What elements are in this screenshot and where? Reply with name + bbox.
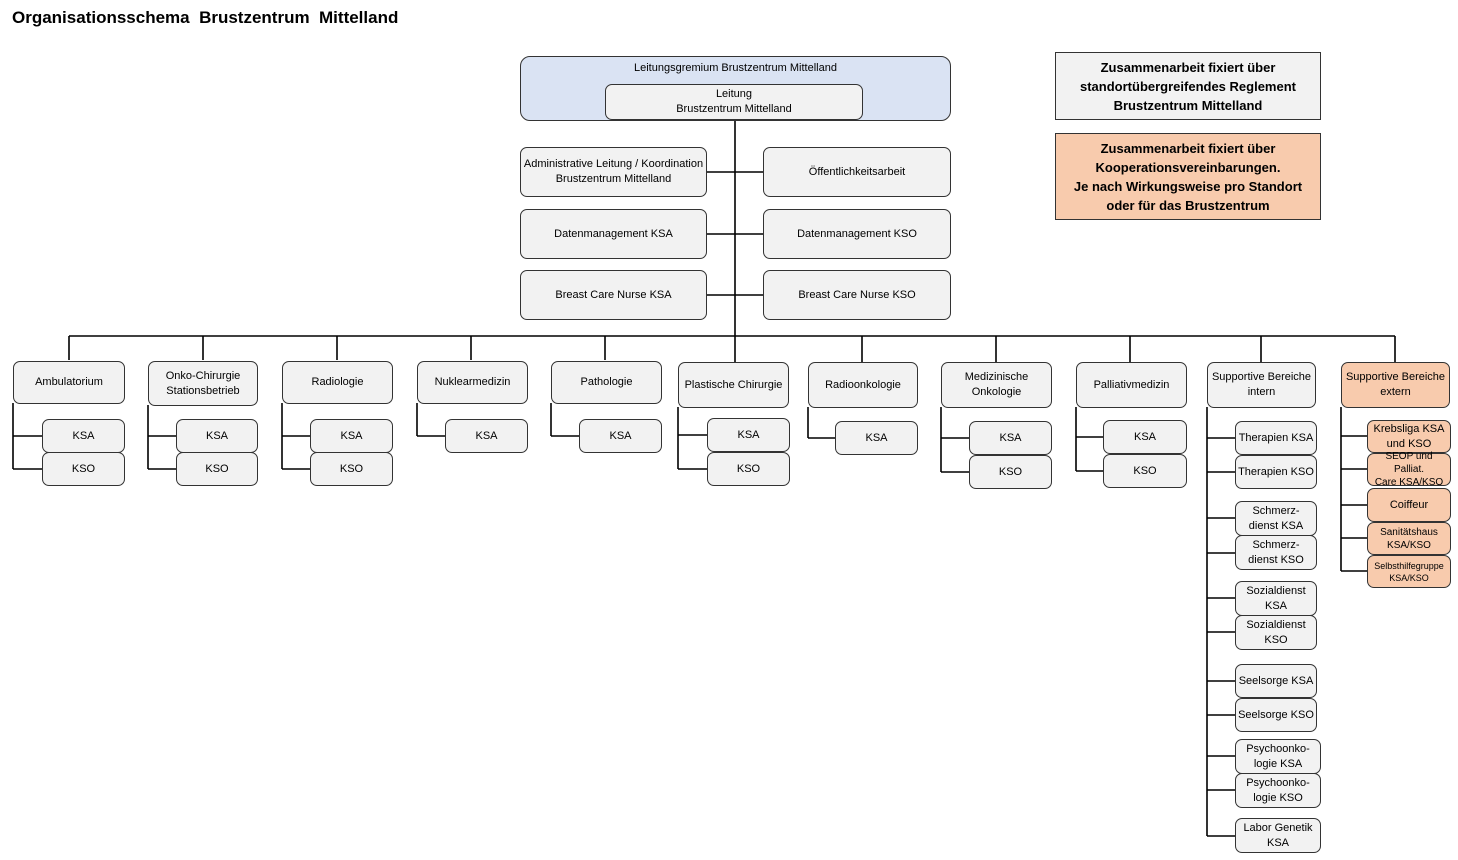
dept-palliativmedizin: Palliativmedizin bbox=[1076, 362, 1187, 408]
breast-care-nurse-kso-box: Breast Care Nurse KSO bbox=[763, 270, 951, 320]
dept-onko-chirurgie-ksa: KSA bbox=[176, 419, 258, 453]
supportive-intern-item: Seelsorge KSO bbox=[1235, 698, 1317, 732]
dept-ambulatorium: Ambulatorium bbox=[13, 361, 125, 404]
dept-plastische-chirurgie-kso: KSO bbox=[707, 452, 790, 486]
dept-plastische-chirurgie-ksa: KSA bbox=[707, 418, 790, 452]
data-management-kso-box: Datenmanagement KSO bbox=[763, 209, 951, 259]
dept-radiologie: Radiologie bbox=[282, 361, 393, 404]
board-label: Leitungsgremium Brustzentrum Mittelland bbox=[634, 62, 837, 74]
supportive-intern-item: Sozialdienst KSA bbox=[1235, 581, 1317, 616]
supportive-intern-header: Supportive Bereiche intern bbox=[1207, 362, 1316, 408]
dept-palliativmedizin-ksa: KSA bbox=[1103, 420, 1187, 454]
supportive-extern-header: Supportive Bereiche extern bbox=[1341, 362, 1450, 408]
legend-cooperation: Zusammenarbeit fixiert über Kooperations… bbox=[1055, 133, 1321, 220]
dept-onko-chirurgie-kso: KSO bbox=[176, 452, 258, 486]
supportive-intern-item: Therapien KSO bbox=[1235, 455, 1317, 489]
supportive-extern-item: Sanitätshaus KSA/KSO bbox=[1367, 522, 1451, 555]
dept-radioonkologie-ksa: KSA bbox=[835, 421, 918, 455]
dept-medizinische-onkologie-ksa: KSA bbox=[969, 421, 1052, 455]
supportive-extern-item: Krebsliga KSA und KSO bbox=[1367, 420, 1451, 453]
supportive-intern-item: Psychoonko- logie KSO bbox=[1235, 773, 1321, 808]
page-title: Organisationsschema Brustzentrum Mittell… bbox=[12, 8, 399, 27]
public-relations-box: Öffentlichkeitsarbeit bbox=[763, 147, 951, 197]
breast-care-nurse-ksa-box: Breast Care Nurse KSA bbox=[520, 270, 707, 320]
leitung-box: Leitung Brustzentrum Mittelland bbox=[605, 84, 863, 120]
dept-pathologie-ksa: KSA bbox=[579, 419, 662, 453]
dept-medizinische-onkologie-kso: KSO bbox=[969, 455, 1052, 489]
dept-ambulatorium-ksa: KSA bbox=[42, 419, 125, 453]
admin-box: Administrative Leitung / Koordination Br… bbox=[520, 147, 707, 197]
supportive-intern-item: Psychoonko- logie KSA bbox=[1235, 739, 1321, 774]
legend-regulation: Zusammenarbeit fixiert über standortüber… bbox=[1055, 52, 1321, 120]
dept-pathologie: Pathologie bbox=[551, 361, 662, 404]
dept-nuklearmedizin: Nuklearmedizin bbox=[417, 361, 528, 404]
supportive-intern-item: Schmerz- dienst KSA bbox=[1235, 501, 1317, 536]
supportive-extern-item: Coiffeur bbox=[1367, 488, 1451, 522]
dept-radiologie-kso: KSO bbox=[310, 452, 393, 486]
supportive-intern-item: Schmerz- dienst KSO bbox=[1235, 535, 1317, 570]
data-management-ksa-box: Datenmanagement KSA bbox=[520, 209, 707, 259]
supportive-intern-item: Labor Genetik KSA bbox=[1235, 818, 1321, 853]
supportive-extern-item: Selbsthilfegruppe KSA/KSO bbox=[1367, 555, 1451, 588]
dept-radiologie-ksa: KSA bbox=[310, 419, 393, 453]
supportive-extern-item: SEOP und Palliat. Care KSA/KSO bbox=[1367, 451, 1451, 488]
dept-onko-chirurgie: Onko-Chirurgie Stationsbetrieb bbox=[148, 361, 258, 406]
dept-plastische-chirurgie: Plastische Chirurgie bbox=[678, 362, 789, 408]
supportive-intern-item: Sozialdienst KSO bbox=[1235, 615, 1317, 650]
dept-medizinische-onkologie: Medizinische Onkologie bbox=[941, 362, 1052, 408]
supportive-intern-item: Therapien KSA bbox=[1235, 421, 1317, 455]
dept-radioonkologie: Radioonkologie bbox=[808, 362, 918, 408]
dept-ambulatorium-kso: KSO bbox=[42, 452, 125, 486]
supportive-intern-item: Seelsorge KSA bbox=[1235, 664, 1317, 698]
dept-nuklearmedizin-ksa: KSA bbox=[445, 419, 528, 453]
dept-palliativmedizin-kso: KSO bbox=[1103, 454, 1187, 488]
